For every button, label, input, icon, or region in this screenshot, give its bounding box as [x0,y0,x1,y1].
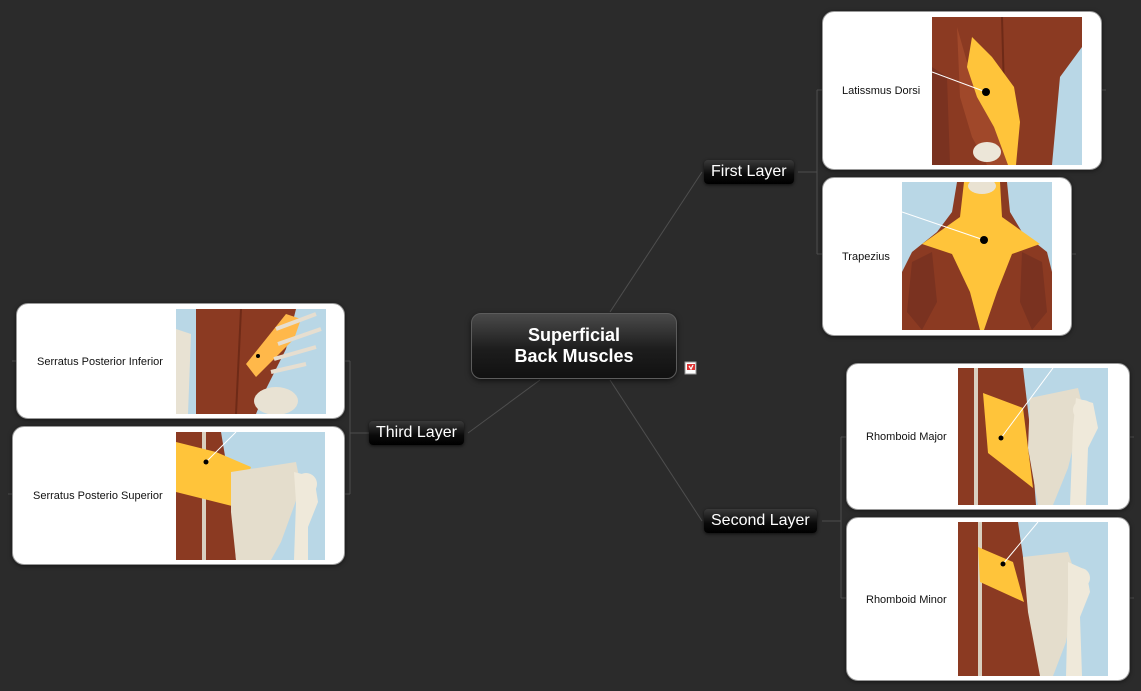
rhomboid-minor-image [958,522,1108,676]
topic-third-layer[interactable]: Third Layer [369,421,464,445]
topic-second-layer[interactable]: Second Layer [704,509,817,533]
attachment-icon[interactable] [684,361,698,375]
card-rhomboid-major[interactable]: Rhomboid Major [846,363,1130,510]
trapezius-image [902,182,1052,330]
card-rhomboid-minor[interactable]: Rhomboid Minor [846,517,1130,681]
central-topic-title: Superficial Back Muscles [514,325,634,366]
card-latissimus-dorsi[interactable]: Latissmus Dorsi [822,11,1102,170]
topic-third-layer-label: Third Layer [376,424,457,441]
serratus-inferior-label: Serratus Posterior Inferior [37,356,163,368]
latissimus-dorsi-label: Latissmus Dorsi [842,85,921,97]
rhomboid-major-label: Rhomboid Major [866,431,947,443]
rhomboid-major-image [958,368,1108,505]
card-serratus-posterior-inferior[interactable]: Serratus Posterior Inferior [16,303,345,419]
central-topic[interactable]: Superficial Back Muscles [471,313,677,379]
latissimus-dorsi-image [932,17,1082,165]
topic-second-layer-label: Second Layer [711,512,810,529]
serratus-inferior-image [176,309,326,414]
topic-first-layer-label: First Layer [711,163,787,180]
card-trapezius[interactable]: Trapezius [822,177,1072,336]
serratus-superior-label: Serratus Posterio Superior [33,490,163,502]
serratus-superior-image [176,432,325,560]
rhomboid-minor-label: Rhomboid Minor [866,594,947,606]
trapezius-label: Trapezius [842,251,890,263]
topic-first-layer[interactable]: First Layer [704,160,794,184]
card-serratus-posterior-superior[interactable]: Serratus Posterio Superior [12,426,345,565]
